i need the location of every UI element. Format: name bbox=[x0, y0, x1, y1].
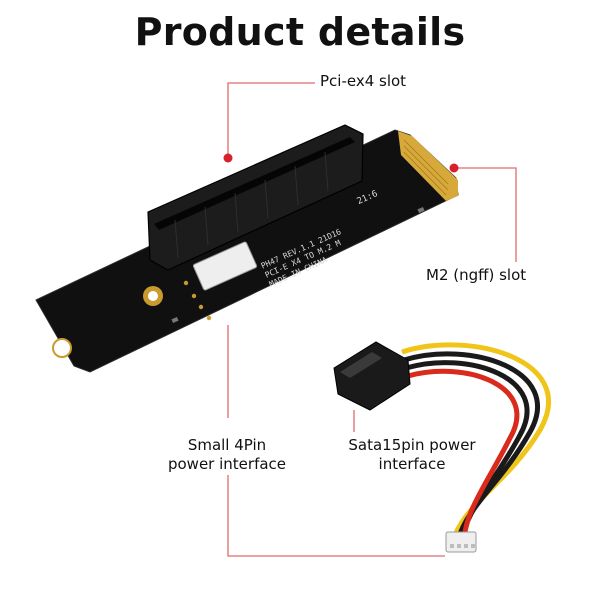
pcie-callout-line bbox=[227, 82, 315, 155]
sata-power-label-line2: interface bbox=[378, 455, 446, 473]
pcie-slot-groove bbox=[154, 137, 355, 230]
small-4pin-label-line1: Small 4Pin bbox=[187, 436, 267, 454]
board-notch bbox=[52, 338, 72, 358]
board-4pin-connector bbox=[192, 241, 258, 291]
board-component bbox=[171, 316, 179, 324]
m2-slot-label: M2 (ngff) slot bbox=[426, 266, 527, 284]
small-4pin-label: Small 4Pin power interface bbox=[152, 436, 302, 474]
m2-callout-dot bbox=[449, 163, 459, 173]
sata-power-label-line1: Sata15pin power bbox=[348, 436, 476, 454]
small-4pin-plug bbox=[445, 531, 477, 553]
small-4pin-plug-holes bbox=[450, 544, 475, 548]
callout-lines bbox=[227, 82, 517, 557]
m2-callout-line bbox=[456, 167, 517, 262]
board-component bbox=[417, 206, 425, 214]
bottom-callout-line bbox=[227, 475, 445, 557]
sata-connector-body bbox=[333, 341, 411, 411]
small-4pin-label-line2: power interface bbox=[167, 455, 287, 473]
page-title: Product details bbox=[134, 10, 466, 54]
pcie-callout-dot bbox=[223, 153, 233, 163]
pcie-slot-ribs bbox=[174, 151, 329, 259]
board-4pin-leads bbox=[183, 280, 212, 321]
m2-contact-pins bbox=[403, 139, 449, 196]
mounting-hole-inner bbox=[148, 291, 158, 301]
sata-power-cable bbox=[333, 341, 551, 553]
m2-adapter-board: PH47 REV.1.1 21D16 PCI-E X4 TO M.2 M MAD… bbox=[35, 124, 459, 373]
pcie-slot-label: Pci-ex4 slot bbox=[320, 72, 407, 90]
sata-connector-face bbox=[340, 352, 382, 378]
wire-red bbox=[407, 368, 520, 549]
sata-power-label: Sata15pin power interface bbox=[334, 436, 490, 474]
